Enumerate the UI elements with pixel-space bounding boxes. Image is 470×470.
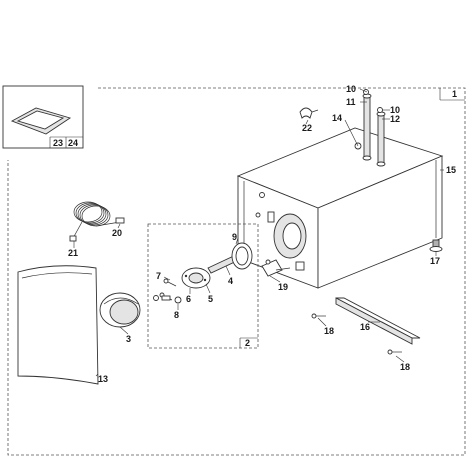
callout-17: 17 [430,256,440,266]
callout-2: 2 [245,338,250,348]
subassembly-frame-2 [147,223,259,349]
washer-8 [153,295,182,304]
callout-12: 12 [390,114,400,124]
callout-24: 24 [68,138,78,148]
thermostat-19 [261,259,291,277]
screw-18-a [311,313,326,319]
clamp-22 [299,107,319,119]
callout-14: 14 [332,113,342,123]
callout-18-right: 18 [400,362,410,372]
gasket-ring-9 [231,242,253,270]
rail-16 [335,297,421,345]
callout-11: 11 [346,97,356,107]
tube-12 [376,111,386,167]
main-cabinet [236,127,444,289]
callout-13: 13 [98,374,108,384]
front-panel-13 [17,265,99,385]
flange-plate-5 [181,267,211,289]
callout-10-right: 10 [390,105,400,115]
callout-19: 19 [278,282,288,292]
callout-6: 6 [186,294,191,304]
callout-8: 8 [174,310,179,320]
callout-15: 15 [446,165,456,175]
callout-21: 21 [68,248,78,258]
tube-11 [362,93,372,161]
callout-10-top: 10 [346,84,356,94]
screw-18-b [387,349,402,355]
callout-1: 1 [452,89,457,99]
callout-23: 23 [53,138,63,148]
callout-16: 16 [360,322,370,332]
callout-22: 22 [302,123,312,133]
callout-20: 20 [112,228,122,238]
cover-cap-3 [99,292,141,328]
callout-5: 5 [208,294,213,304]
inset-box-documents: 23 24 [2,85,84,149]
callout-9: 9 [232,232,237,242]
callout-3: 3 [126,334,131,344]
sensor-coil-20 [69,201,125,242]
callout-4: 4 [228,276,233,286]
callout-18-left: 18 [324,326,334,336]
callout-7: 7 [156,271,161,281]
